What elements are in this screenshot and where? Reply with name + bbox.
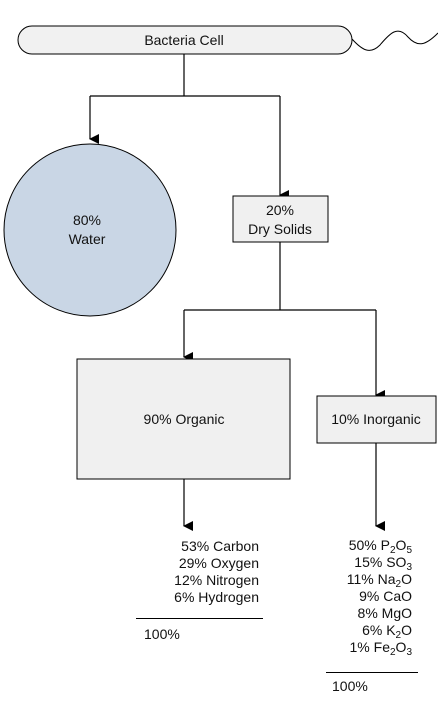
chemical-formula: SO3 xyxy=(386,554,412,573)
dry-solids-split-connector xyxy=(183,242,385,400)
inorganic-label: 10% Inorganic xyxy=(331,411,421,427)
cell-split-connector xyxy=(89,54,289,200)
flagellum xyxy=(351,30,438,51)
chemical-formula: K2O xyxy=(386,622,412,641)
organic-label: 90% Organic xyxy=(144,411,225,427)
item-percent: 6% xyxy=(362,622,387,638)
list-item: 6% K2O xyxy=(326,622,421,641)
chemical-formula: Fe2O3 xyxy=(373,639,412,658)
list-item: 29% Oxygen xyxy=(178,555,259,571)
item-percent: 50% xyxy=(348,537,381,553)
item-percent: 15% xyxy=(354,554,387,570)
list-item: 6% Hydrogen xyxy=(174,589,259,605)
water-label: Water xyxy=(69,231,106,247)
organic-total: 100% xyxy=(144,626,180,642)
organic-box xyxy=(76,358,291,480)
bacteria-cell-body xyxy=(17,25,353,55)
list-item: 11% Na2O xyxy=(326,571,421,590)
organic-composition-list: 53% Carbon 29% Oxygen 12% Nitrogen 6% Hy… xyxy=(136,538,266,642)
inorganic-total-divider xyxy=(326,672,418,673)
water-circle xyxy=(3,143,177,317)
list-item: 8% MgO xyxy=(326,605,421,622)
chemical-formula: CaO xyxy=(383,588,412,604)
item-percent: 9% xyxy=(359,588,384,604)
chemical-formula: P2O5 xyxy=(380,537,412,556)
item-percent: 1% xyxy=(349,639,374,655)
list-item: 9% CaO xyxy=(326,588,421,605)
water-percent: 80% xyxy=(73,212,101,228)
list-item: 12% Nitrogen xyxy=(174,572,259,588)
chemical-formula: Na2O xyxy=(377,571,412,590)
inorganic-total: 100% xyxy=(332,678,368,694)
organic-total-divider xyxy=(136,618,263,619)
list-item: 15% SO3 xyxy=(326,554,421,573)
list-item: 1% Fe2O3 xyxy=(326,639,421,658)
bacteria-cell-label: Bacteria Cell xyxy=(144,32,223,48)
item-percent: 11% xyxy=(346,571,378,587)
dry-solids-label: Dry Solids xyxy=(248,221,312,237)
list-item: 50% P2O5 xyxy=(326,537,421,556)
chemical-formula: MgO xyxy=(381,605,412,621)
list-item: 53% Carbon xyxy=(181,538,259,554)
dry-solids-percent: 20% xyxy=(266,202,294,218)
composition-arrows xyxy=(183,443,385,531)
item-percent: 8% xyxy=(357,605,382,621)
